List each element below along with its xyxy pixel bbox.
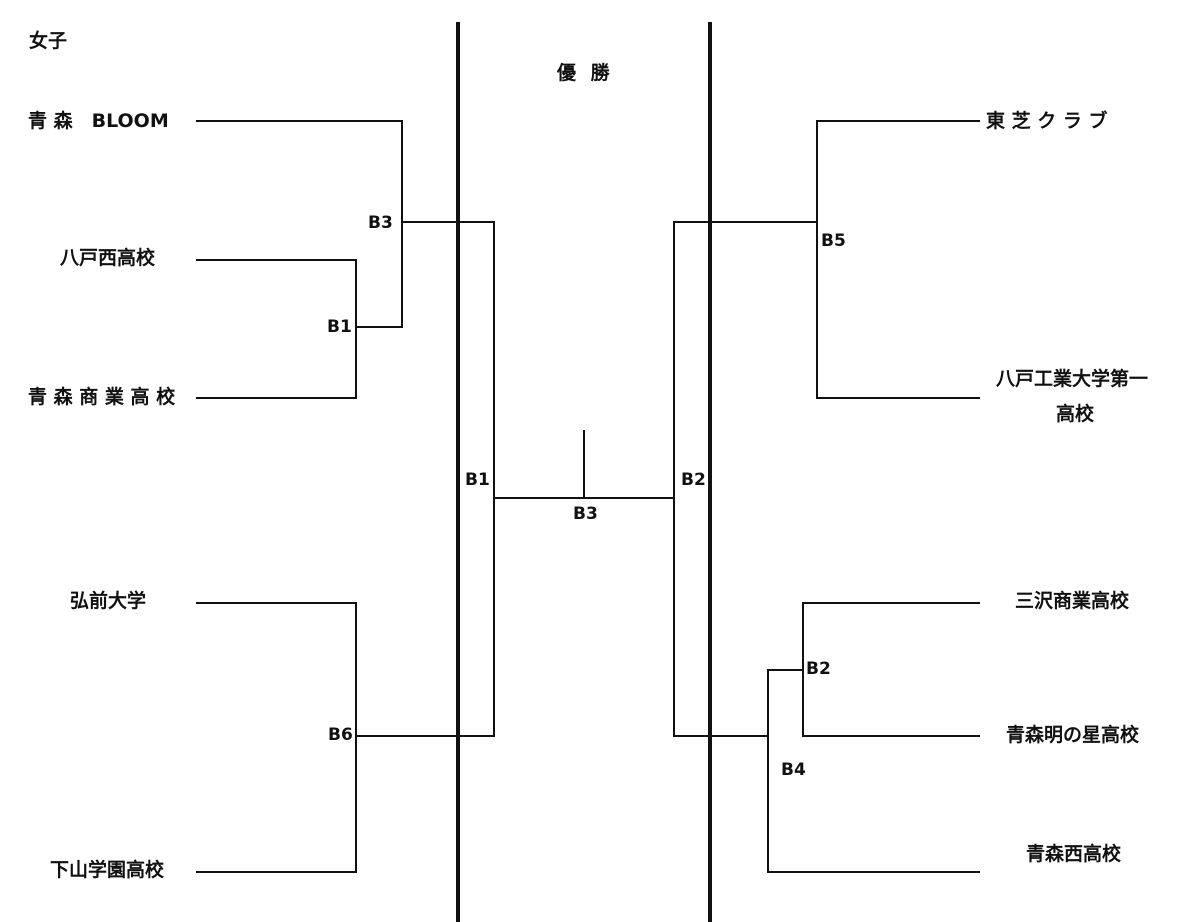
match-code-b1-left: B1 [327, 317, 352, 337]
bracket-line-b3-left [356, 221, 495, 737]
team-aomori-shogyo: 青 森 商 業 高 校 [28, 386, 176, 408]
team-hirosaki-univ: 弘前大学 [70, 590, 147, 612]
team-toshiba-club: 東 芝 ク ラ ブ [986, 110, 1108, 132]
match-code-b6-left: B6 [328, 725, 353, 745]
team-misawa-shogyo: 三沢商業高校 [1015, 590, 1130, 612]
match-code-b4-right: B4 [781, 760, 806, 780]
match-code-b3-final: B3 [573, 504, 598, 524]
bracket-line-aomori-bloom [196, 120, 403, 328]
match-code-b3-left: B3 [368, 213, 393, 233]
champion-label: 優 勝 [557, 62, 614, 84]
team-aomori-bloom: 青 森 BLOOM [28, 110, 169, 132]
bracket-line-b2-right [673, 221, 817, 737]
match-code-b2-right: B2 [806, 659, 831, 679]
team-hachinohe-kogyo-line1: 八戸工業大学第一 [996, 368, 1149, 390]
team-shimoyama-gakuen: 下山学園高校 [50, 859, 165, 881]
team-hachinohe-kogyo-line2: 高校 [1056, 403, 1095, 425]
bracket-line-b1-left [196, 259, 357, 399]
team-aomori-akenohoshi: 青森明の星高校 [1006, 724, 1140, 746]
match-code-b2-center: B2 [681, 470, 706, 490]
bracket-line-b4-right [767, 669, 980, 873]
bracket-line-b5-right [816, 120, 980, 399]
bracket-line-b6-left [196, 602, 357, 873]
category-label: 女子 [29, 30, 68, 52]
team-aomori-nishi: 青森西高校 [1026, 843, 1122, 865]
match-code-b5-right: B5 [821, 231, 846, 251]
team-hachinohe-nishi: 八戸西高校 [60, 247, 156, 269]
match-code-b1-center: B1 [465, 470, 490, 490]
